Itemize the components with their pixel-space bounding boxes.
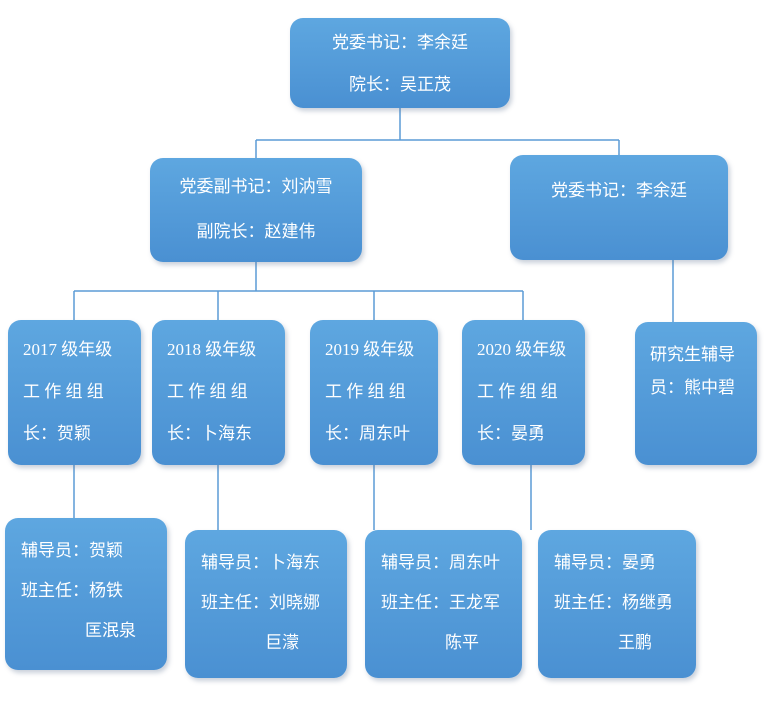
org-box-grade-2019[interactable]: 2019 级年级 工 作 组 组 长：周东叶 [310,320,438,465]
grade-2020-line1: 2020 级年级 [477,340,567,359]
org-box-postgrad-counselor[interactable]: 研究生辅导 员：熊中碧 [635,322,757,465]
staff-2020-line2: 班主任：杨继勇 [554,593,673,612]
org-box-staff-2020[interactable]: 辅导员：晏勇 班主任：杨继勇 王鹏 [538,530,696,678]
grade-2019-line1: 2019 级年级 [325,340,415,359]
secretary-dean-line2: 院长：吴正茂 [349,75,451,94]
grade-2019-line2: 工 作 组 组 [325,382,406,401]
org-box-secretary-dean[interactable]: 党委书记：李余廷 院长：吴正茂 [290,18,510,108]
grade-2017-line3: 长：贺颖 [23,424,91,443]
org-box-deputy-secretary[interactable]: 党委副书记：刘汭雪 副院长：赵建伟 [150,158,362,262]
grade-2019-line3: 长：周东叶 [325,424,410,443]
org-box-staff-2017[interactable]: 辅导员：贺颖 班主任：杨铁 匡泯泉 [5,518,167,670]
staff-2020-line3: 王鹏 [618,633,652,652]
org-box-staff-2018[interactable]: 辅导员：卜海东 班主任：刘晓娜 巨濛 [185,530,347,678]
staff-2018-line3: 巨濛 [265,633,299,652]
deputy-secretary-line1: 党委副书记：刘汭雪 [179,177,333,196]
grade-2018-line3: 长：卜海东 [167,424,252,443]
staff-2017-line1: 辅导员：贺颖 [21,541,123,560]
staff-2017-line3: 匡泯泉 [85,621,136,640]
postgrad-counselor-line1: 研究生辅导 [650,345,735,364]
staff-2019-line1: 辅导员：周东叶 [381,553,500,572]
org-box-party-secretary[interactable]: 党委书记：李余廷 [510,155,728,260]
org-box-grade-2020[interactable]: 2020 级年级 工 作 组 组 长：晏勇 [462,320,585,465]
staff-2018-line1: 辅导员：卜海东 [201,553,320,572]
party-secretary-line1: 党委书记：李余廷 [551,181,687,200]
org-box-grade-2018[interactable]: 2018 级年级 工 作 组 组 长：卜海东 [152,320,285,465]
grade-2020-line3: 长：晏勇 [477,424,545,443]
grade-2017-line2: 工 作 组 组 [23,382,104,401]
staff-2018-line2: 班主任：刘晓娜 [201,593,320,612]
grade-2018-line2: 工 作 组 组 [167,382,248,401]
staff-2019-line2: 班主任：王龙军 [381,593,500,612]
staff-2020-line1: 辅导员：晏勇 [554,553,656,572]
org-box-grade-2017[interactable]: 2017 级年级 工 作 组 组 长：贺颖 [8,320,141,465]
staff-2017-line2: 班主任：杨铁 [21,581,123,600]
grade-2017-line1: 2017 级年级 [23,340,113,359]
org-box-staff-2019[interactable]: 辅导员：周东叶 班主任：王龙军 陈平 [365,530,522,678]
grade-2018-line1: 2018 级年级 [167,340,257,359]
postgrad-counselor-line2: 员：熊中碧 [650,378,735,397]
deputy-secretary-line2: 副院长：赵建伟 [196,222,316,241]
staff-2019-line3: 陈平 [445,633,479,652]
secretary-dean-line1: 党委书记：李余廷 [332,33,468,52]
grade-2020-line2: 工 作 组 组 [477,382,558,401]
